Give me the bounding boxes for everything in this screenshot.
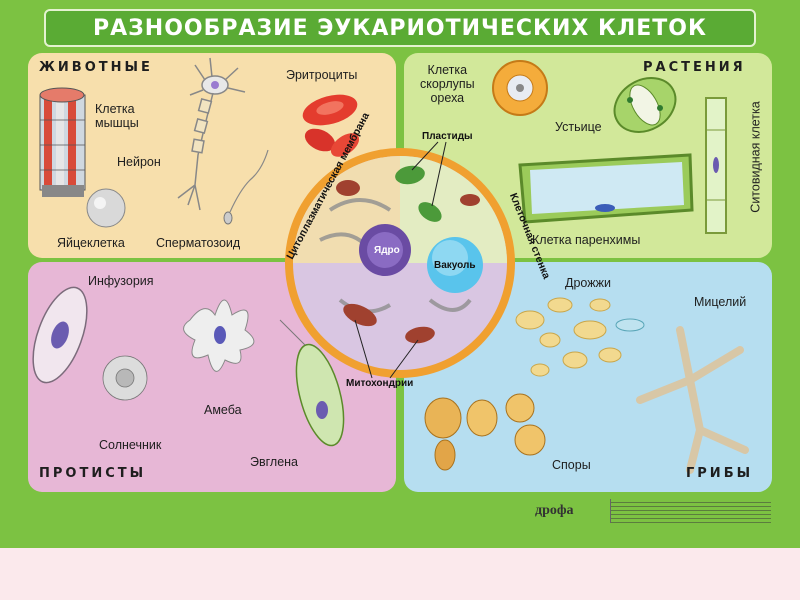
label-plastids: Пластиды xyxy=(422,131,473,142)
neuron-icon xyxy=(177,57,246,211)
egg-cell-icon xyxy=(86,188,126,228)
euglena-icon xyxy=(279,319,345,447)
nutshell-cell-icon xyxy=(492,60,548,116)
label-mitochondria: Митохондрии xyxy=(346,378,414,389)
parenchyma-cell-icon xyxy=(518,153,694,224)
muscle-cell-icon xyxy=(39,87,86,197)
heading-fungi: ГРИБЫ xyxy=(686,466,754,481)
label-mycelium: Мицелий xyxy=(694,295,747,309)
label-yeast: Дрожжи xyxy=(565,276,611,290)
label-erythrocytes: Эритроциты xyxy=(286,68,358,82)
title-bar: РАЗНООБРАЗИЕ ЭУКАРИОТИЧЕСКИХ КЛЕТОК xyxy=(44,9,756,47)
heading-plants: РАСТЕНИЯ xyxy=(643,60,746,75)
heliozoan-icon xyxy=(102,355,148,401)
erythrocytes-icon xyxy=(302,94,360,157)
poster-title: РАЗНООБРАЗИЕ ЭУКАРИОТИЧЕСКИХ КЛЕТОК xyxy=(93,15,707,41)
mycelium-icon xyxy=(636,326,749,474)
poster: РАЗНООБРАЗИЕ ЭУКАРИОТИЧЕСКИХ КЛЕТОК ЖИВО… xyxy=(0,0,800,548)
label-parenchyma: Клетка паренхимы xyxy=(532,233,641,247)
central-cell-diagram xyxy=(285,141,515,379)
stomata-icon xyxy=(613,77,677,133)
sperm-icon xyxy=(223,149,269,225)
fine-print xyxy=(610,499,771,523)
label-sperm: Сперматозоид xyxy=(156,236,241,250)
label-neuron: Нейрон xyxy=(117,155,161,169)
label-amoeba: Амеба xyxy=(204,403,242,417)
sieve-cell-icon xyxy=(705,97,727,234)
label-vacuole: Вакуоль xyxy=(434,260,476,271)
label-egg-cell: Яйцеклетка xyxy=(57,236,125,250)
spores-icon xyxy=(424,393,546,471)
label-heliozoan: Солнечник xyxy=(99,438,162,452)
label-stomata: Устьице xyxy=(555,120,602,134)
label-infusoria: Инфузория xyxy=(88,274,154,288)
cell-illustrations xyxy=(32,57,749,474)
label-nutshell-cell: Клетка скорлупы ореха xyxy=(420,63,475,105)
infusoria-icon xyxy=(32,286,88,384)
heading-protists: ПРОТИСТЫ xyxy=(39,466,147,481)
label-muscle-cell: Клетка мышцы xyxy=(95,102,139,130)
label-euglena: Эвглена xyxy=(250,455,299,469)
label-spores: Споры xyxy=(552,458,591,472)
label-nucleus: Ядро xyxy=(374,245,400,256)
amoeba-icon xyxy=(183,299,255,372)
heading-animals: ЖИВОТНЫЕ xyxy=(39,60,153,75)
label-sieve-cell: Ситовидная клетка xyxy=(748,101,763,213)
yeast-icon xyxy=(515,297,645,377)
publisher-logo: дрофа xyxy=(535,503,574,518)
publisher-footer: дрофа xyxy=(525,497,775,525)
